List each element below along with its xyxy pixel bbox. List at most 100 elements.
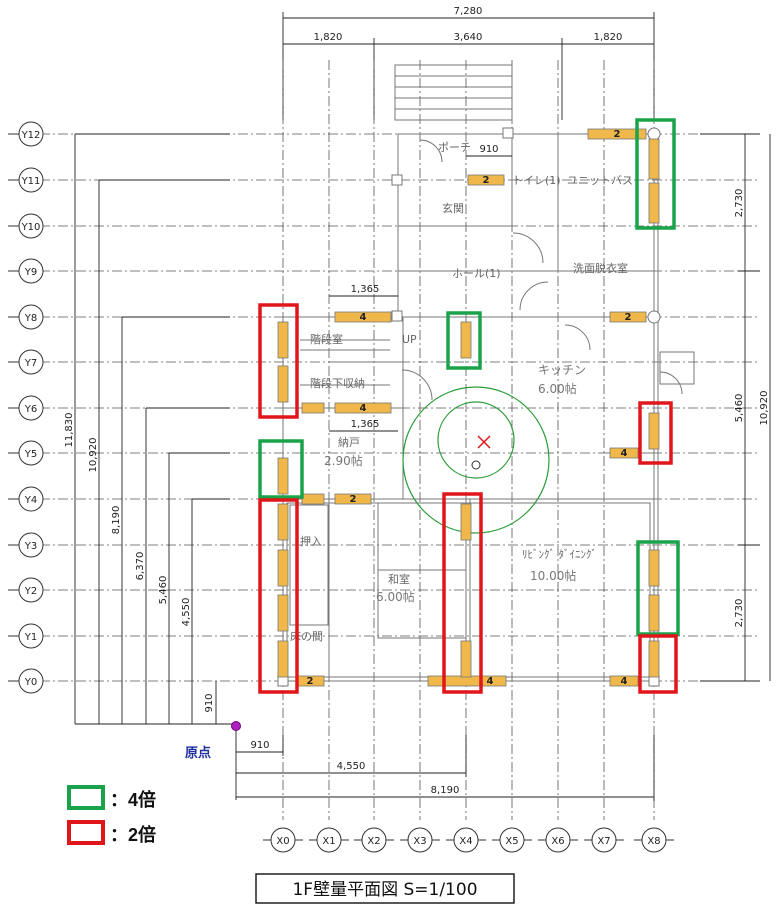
y-axis-label: Y2 bbox=[24, 586, 37, 597]
right-dimensions: 2,730 5,460 10,920 2,730 bbox=[700, 133, 771, 682]
origin-dot bbox=[231, 721, 241, 731]
x-axis-bubble: X1 bbox=[309, 827, 349, 853]
room-japanese: 和室 bbox=[388, 572, 410, 586]
y-axis-label: Y4 bbox=[24, 495, 37, 506]
room-up: UP bbox=[402, 333, 417, 346]
x-axis-bubble: X4 bbox=[446, 827, 486, 853]
dim-stair-bottom: 1,365 bbox=[351, 419, 380, 430]
title-block: 1F壁量平面図 S=1/100 bbox=[255, 873, 515, 904]
y-axis-bubble: Y11 bbox=[8, 167, 44, 193]
x-axis-bubble: X2 bbox=[354, 827, 394, 853]
dim-top-left: 1,820 bbox=[314, 32, 343, 43]
x-axis-label: X8 bbox=[647, 836, 660, 847]
dim-bottom-1: 910 bbox=[250, 740, 269, 751]
legend-red-label: ：2倍 bbox=[110, 824, 156, 845]
y-axis-label: Y11 bbox=[21, 176, 41, 187]
legend-green-label: ：4倍 bbox=[110, 789, 156, 810]
wall-panels-horizontal: 2 2 4 2 4 4 2 2 4 4 bbox=[295, 128, 647, 687]
legend-red-swatch bbox=[67, 820, 105, 845]
x-axis-label: X3 bbox=[413, 836, 426, 847]
y-axis-bubble: Y3 bbox=[8, 532, 44, 558]
wall-value: 4 bbox=[487, 676, 494, 687]
y-axis-label: Y1 bbox=[24, 632, 37, 643]
wall-panels-vertical bbox=[277, 138, 660, 678]
room-toilet: トイレ(1) bbox=[512, 174, 561, 187]
room-storage: 納戸 bbox=[338, 436, 360, 449]
center-of-rigidity-marker bbox=[402, 386, 550, 534]
y-axis-bubble: Y5 bbox=[8, 440, 44, 466]
dim-top-total: 7,280 bbox=[454, 6, 483, 17]
building-walls bbox=[277, 64, 695, 687]
y-axis-bubble: Y8 bbox=[8, 304, 44, 330]
dim-right-total: 10,920 bbox=[759, 391, 770, 426]
wall-value: 2 bbox=[614, 129, 621, 140]
wall-value: 4 bbox=[621, 448, 628, 459]
x-axis-label: X5 bbox=[505, 836, 518, 847]
y-axis-label: Y3 bbox=[24, 541, 37, 552]
y-axis-bubble: Y1 bbox=[8, 623, 44, 649]
y-axis-label: Y0 bbox=[24, 677, 37, 688]
room-living-area: 10.00帖 bbox=[530, 568, 576, 583]
y-axis-label: Y9 bbox=[24, 267, 37, 278]
room-porch: ポーチ bbox=[438, 141, 471, 154]
y-axis-label: Y10 bbox=[21, 222, 41, 233]
x-axis-label: X4 bbox=[459, 836, 472, 847]
dim-right-bottom: 2,730 bbox=[734, 599, 745, 628]
drawing-title: 1F壁量平面図 S=1/100 bbox=[292, 880, 477, 900]
x-axis-bubble: X6 bbox=[538, 827, 578, 853]
y-axis-bubble: Y4 bbox=[8, 486, 44, 512]
y-axis-label: Y12 bbox=[21, 130, 41, 141]
y-axis-label: Y5 bbox=[24, 449, 37, 460]
dim-left-5: 5,460 bbox=[158, 576, 169, 605]
room-under-stairs: 階段下収納 bbox=[310, 376, 365, 390]
room-storage-area: 2.90帖 bbox=[324, 453, 363, 468]
room-entrance: 玄関 bbox=[442, 201, 464, 215]
origin-marker: 原点 bbox=[185, 721, 241, 760]
origin-label: 原点 bbox=[185, 745, 211, 760]
legend: ：4倍 ：2倍 bbox=[67, 785, 156, 845]
dim-top-right: 1,820 bbox=[594, 32, 623, 43]
dim-left-6: 4,550 bbox=[181, 598, 192, 627]
room-stairs: 階段室 bbox=[310, 332, 343, 346]
y-axis-bubble: Y7 bbox=[8, 349, 44, 375]
dim-right-mid: 5,460 bbox=[734, 394, 745, 423]
dim-bottom-2: 4,550 bbox=[337, 761, 366, 772]
highlight-4x-walls bbox=[258, 118, 680, 636]
dim-left-7: 910 bbox=[204, 693, 215, 712]
x-axis-label: X1 bbox=[322, 836, 335, 847]
room-living: ﾘﾋﾞﾝｸﾞ ﾀﾞｲﾆﾝｸﾞ bbox=[522, 548, 597, 561]
room-japanese-area: 6.00帖 bbox=[376, 589, 415, 604]
bottom-dimensions: 910 4,550 8,190 bbox=[235, 726, 655, 801]
room-washroom: 洗面脱衣室 bbox=[573, 261, 628, 275]
room-alcove: 床の間 bbox=[290, 629, 323, 643]
x-axis-label: X6 bbox=[551, 836, 564, 847]
x-axis-label: X0 bbox=[276, 836, 289, 847]
dim-left-2: 10,920 bbox=[88, 438, 99, 473]
dim-bottom-3: 8,190 bbox=[431, 785, 460, 796]
room-unit-bath: ユニットバス bbox=[567, 174, 633, 187]
wall-value: 4 bbox=[360, 312, 367, 323]
dim-left-4: 6,370 bbox=[135, 552, 146, 581]
y-axis-bubble: Y10 bbox=[8, 213, 44, 239]
y-axis-bubble: Y6 bbox=[8, 395, 44, 421]
y-axis-bubble: Y2 bbox=[8, 577, 44, 603]
dim-left-1: 11,830 bbox=[64, 413, 75, 448]
room-kitchen-area: 6.00帖 bbox=[538, 381, 577, 396]
legend-green-swatch bbox=[67, 785, 105, 810]
interior-dimensions: 1,365 1,365 910 bbox=[329, 144, 512, 432]
wall-value: 4 bbox=[621, 676, 628, 687]
y-axis-label: Y6 bbox=[24, 404, 37, 415]
y-axis-bubble: Y0 bbox=[8, 668, 44, 694]
highlight-2x-walls bbox=[258, 303, 678, 694]
wall-value: 2 bbox=[483, 175, 490, 186]
y-axis-bubble: Y12 bbox=[8, 121, 44, 147]
dim-left-3: 8,190 bbox=[111, 506, 122, 535]
left-dimensions: 11,830 10,920 8,190 6,370 5,460 4,550 91… bbox=[64, 133, 236, 725]
x-axis-label: X2 bbox=[367, 836, 380, 847]
room-kitchen: キッチン bbox=[538, 363, 586, 377]
x-axis-bubble: X5 bbox=[492, 827, 532, 853]
x-axis-bubble: X8 bbox=[634, 827, 674, 853]
x-axis-bubble: X0 bbox=[263, 827, 303, 853]
